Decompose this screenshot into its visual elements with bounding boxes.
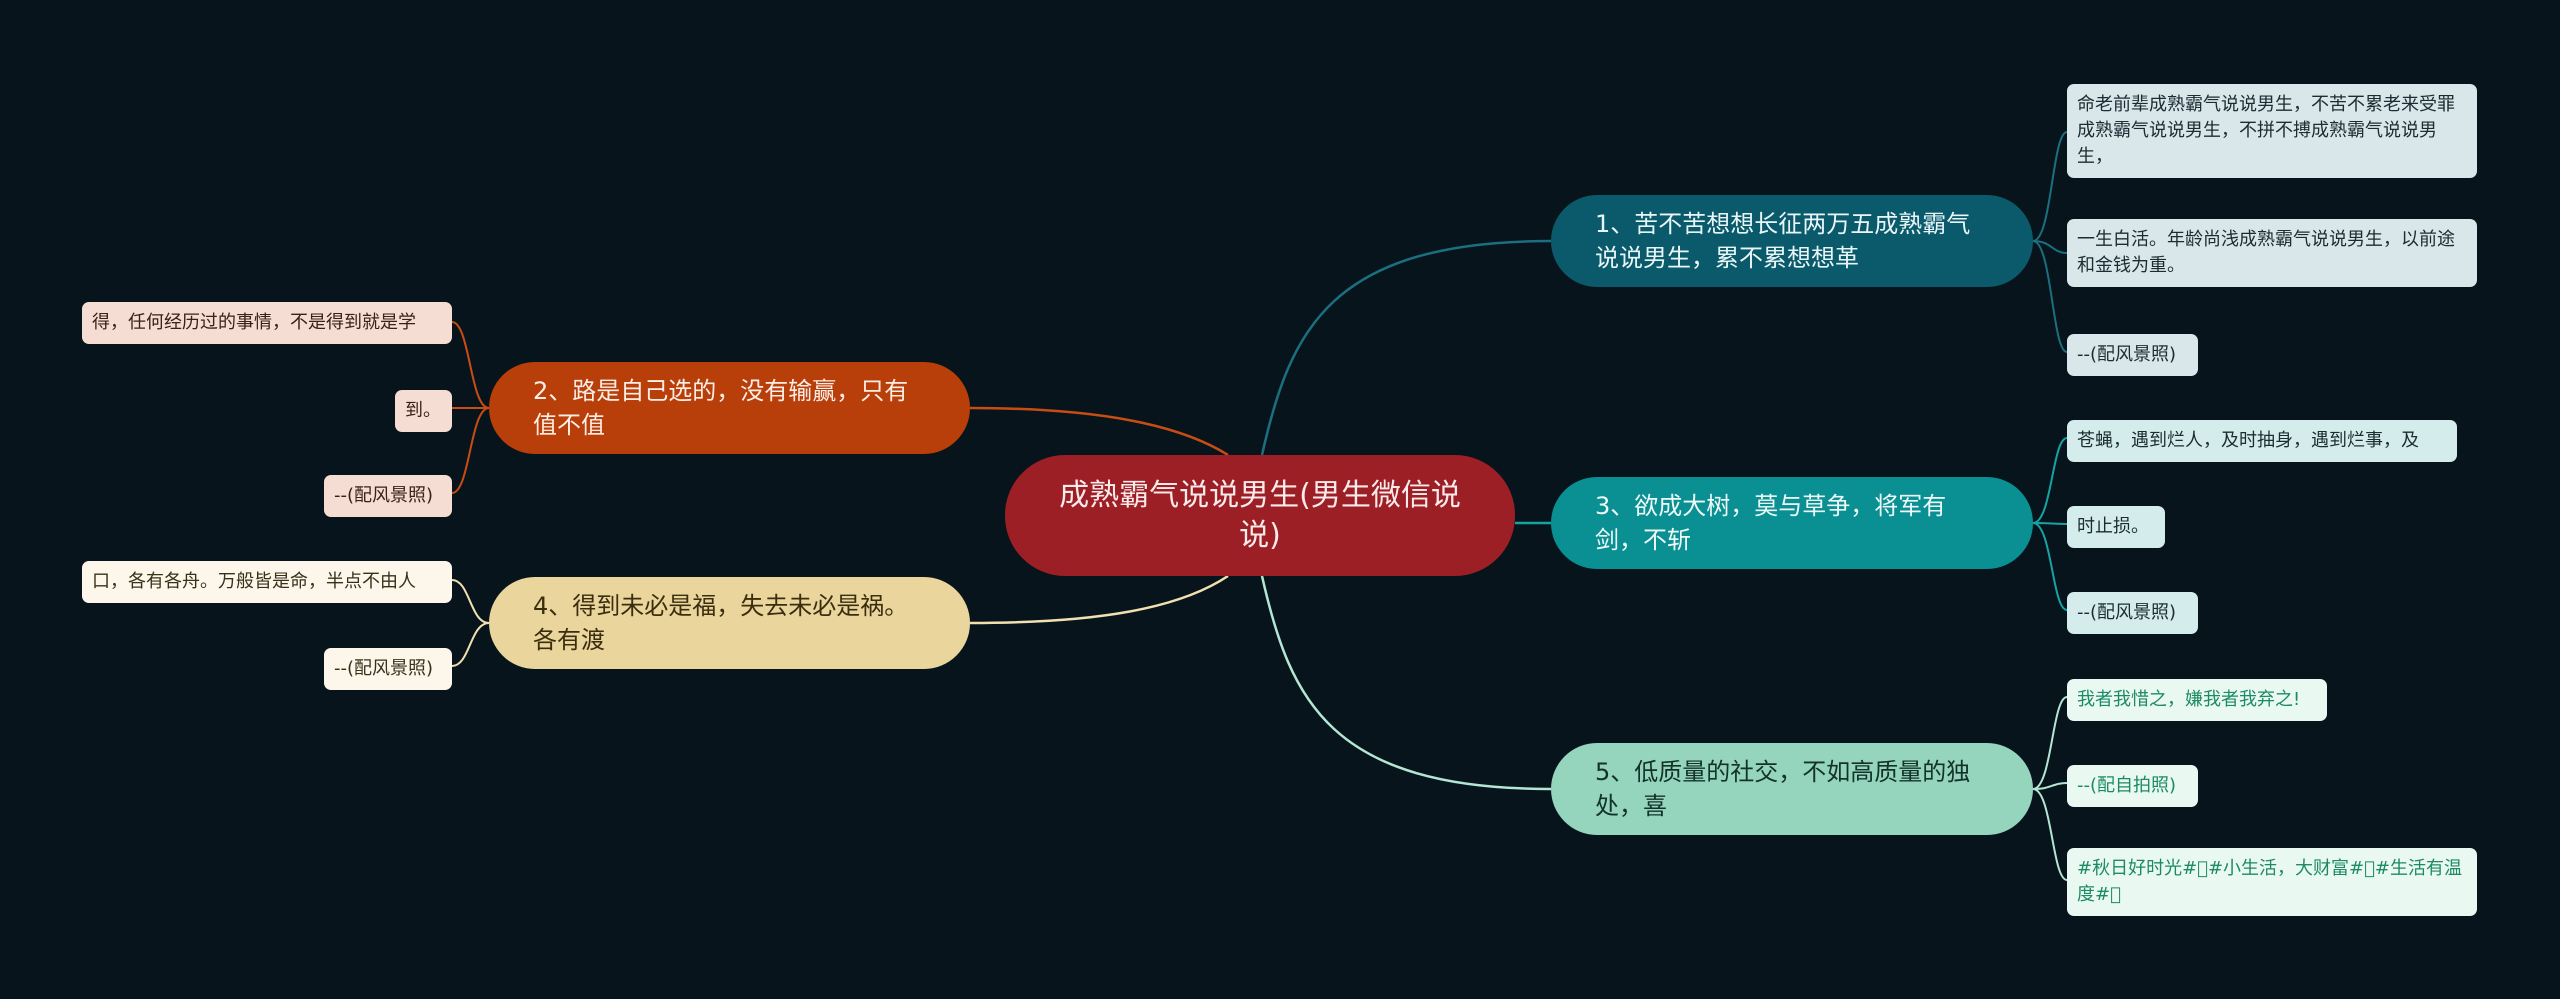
branch-5-leaf-2[interactable]: --(配自拍照) [2067, 765, 2198, 807]
leaf-text: 苍蝇，遇到烂人，及时抽身，遇到烂事，及 [2077, 430, 2419, 451]
link-center-branch-4 [969, 574, 1229, 625]
branch-3-label: 3、欲成大树，莫与草争，将军有剑，不斩 [1595, 492, 1947, 554]
link-b5-leaf-1 [2032, 696, 2068, 790]
link-b3-leaf-2 [2032, 522, 2068, 525]
branch-4[interactable]: 4、得到未必是福，失去未必是祸。各有渡 [489, 577, 970, 669]
link-center-branch-5 [1260, 575, 1552, 791]
branch-1[interactable]: 1、苦不苦想想长征两万五成熟霸气说说男生，累不累想想革 [1551, 195, 2033, 287]
link-b5-leaf-2 [2032, 782, 2068, 790]
branch-2-leaf-2[interactable]: 到。 [395, 390, 452, 432]
leaf-text: 时止损。 [2077, 516, 2149, 537]
branch-2-label: 2、路是自己选的，没有输赢，只有值不值 [533, 377, 909, 439]
branch-1-label: 1、苦不苦想想长征两万五成熟霸气说说男生，累不累想想革 [1595, 210, 1971, 272]
leaf-text: 一生白活。年龄尚浅成熟霸气说说男生，以前途和金钱为重。 [2077, 229, 2455, 276]
branch-3-leaf-1[interactable]: 苍蝇，遇到烂人，及时抽身，遇到烂事，及 [2067, 420, 2457, 462]
leaf-text: --(配自拍照) [2077, 775, 2177, 796]
central-topic[interactable]: 成熟霸气说说男生(男生微信说说) [1005, 455, 1515, 576]
leaf-text: 到。 [405, 400, 441, 421]
link-b1-leaf-3 [2032, 240, 2068, 353]
branch-3-leaf-2[interactable]: 时止损。 [2067, 506, 2165, 548]
branch-1-leaf-3[interactable]: --(配风景照) [2067, 334, 2198, 376]
leaf-text: --(配风景照) [334, 485, 434, 506]
leaf-text: --(配风景照) [334, 658, 434, 679]
branch-2-leaf-3[interactable]: --(配风景照) [324, 475, 452, 517]
branch-2[interactable]: 2、路是自己选的，没有输赢，只有值不值 [489, 362, 970, 454]
leaf-text: 口，各有各舟。万般皆是命，半点不由人 [92, 571, 416, 592]
branch-5-leaf-3[interactable]: #秋日好时光#􏰀#小生活，大财富#􏰀#生活有温度#􏰀 [2067, 848, 2477, 916]
link-center-branch-1 [1260, 239, 1552, 456]
leaf-text: 我者我惜之，嫌我者我弃之! [2077, 689, 2301, 710]
leaf-text: 得，任何经历过的事情，不是得到就是学 [92, 312, 416, 333]
branch-1-leaf-1[interactable]: 命老前辈成熟霸气说说男生，不苦不累老来受罪成熟霸气说说男生，不拼不搏成熟霸气说说… [2067, 84, 2477, 178]
central-topic-label: 成熟霸气说说男生(男生微信说说) [1059, 477, 1461, 553]
branch-3[interactable]: 3、欲成大树，莫与草争，将军有剑，不斩 [1551, 477, 2033, 569]
link-b2-leaf-3 [451, 407, 490, 494]
link-b4-leaf-1 [451, 579, 490, 624]
link-b1-leaf-1 [2032, 131, 2068, 242]
branch-4-leaf-2[interactable]: --(配风景照) [324, 648, 452, 690]
branch-4-label: 4、得到未必是福，失去未必是祸。各有渡 [533, 592, 909, 654]
leaf-text: --(配风景照) [2077, 602, 2177, 623]
link-b2-leaf-1 [451, 321, 490, 409]
link-b3-leaf-1 [2032, 437, 2068, 524]
link-b3-leaf-3 [2032, 522, 2068, 611]
branch-1-leaf-2[interactable]: 一生白活。年龄尚浅成熟霸气说说男生，以前途和金钱为重。 [2067, 219, 2477, 287]
branch-4-leaf-1[interactable]: 口，各有各舟。万般皆是命，半点不由人 [82, 561, 452, 603]
branch-5-label: 5、低质量的社交，不如高质量的独处，喜 [1595, 758, 1971, 820]
branch-5-leaf-1[interactable]: 我者我惜之，嫌我者我弃之! [2067, 679, 2327, 721]
branch-2-leaf-1[interactable]: 得，任何经历过的事情，不是得到就是学 [82, 302, 452, 344]
leaf-text: --(配风景照) [2077, 344, 2177, 365]
leaf-text: #秋日好时光#􏰀#小生活，大财富#􏰀#生活有温度#􏰀 [2077, 858, 2463, 905]
leaf-text: 命老前辈成熟霸气说说男生，不苦不累老来受罪成熟霸气说说男生，不拼不搏成熟霸气说说… [2077, 94, 2455, 167]
branch-5[interactable]: 5、低质量的社交，不如高质量的独处，喜 [1551, 743, 2033, 835]
branch-3-leaf-3[interactable]: --(配风景照) [2067, 592, 2198, 634]
link-b1-leaf-2 [2032, 240, 2068, 254]
link-b4-leaf-2 [451, 622, 490, 667]
link-b5-leaf-3 [2032, 788, 2068, 881]
link-center-branch-2 [969, 406, 1229, 457]
